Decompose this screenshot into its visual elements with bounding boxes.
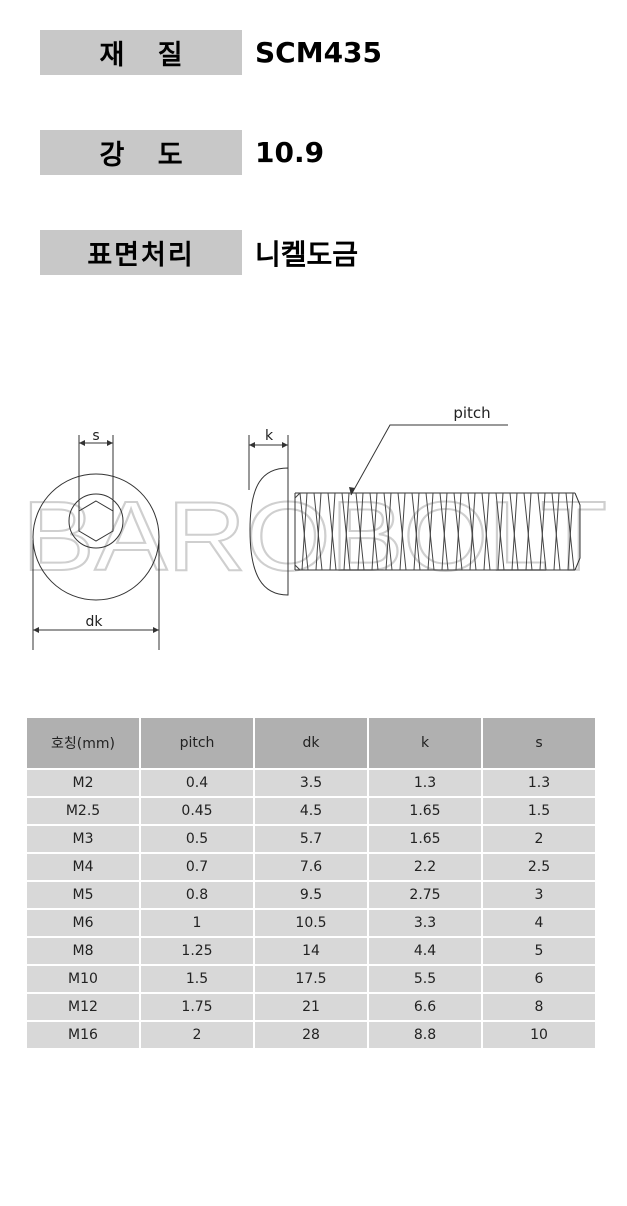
table-cell: M8 [25,936,141,966]
header-size: 호칭(mm) [25,716,141,770]
table-cell: 2 [139,1020,255,1050]
table-cell: 4.5 [253,796,369,826]
table-cell: 9.5 [253,880,369,910]
table-cell: 3.3 [367,908,483,938]
header-s: s [481,716,597,770]
table-cell: 3.5 [253,768,369,798]
table-cell: 4.4 [367,936,483,966]
table-cell: M5 [25,880,141,910]
table-cell: 1.65 [367,796,483,826]
dimension-label-s: s [92,428,99,444]
bolt-diagram: BAROBOLT s dk [21,404,608,650]
table-cell: 6 [481,964,597,994]
table-cell: 1.5 [481,796,597,826]
bolt-side-view [248,424,581,596]
table-cell: 28 [253,1020,369,1050]
table-cell: 0.45 [139,796,255,826]
table-cell: 17.5 [253,964,369,994]
table-cell: 0.4 [139,768,255,798]
table-header-row: 호칭(mm) pitch dk k s [25,716,597,770]
table-cell: 3 [481,880,597,910]
table-cell: 7.6 [253,852,369,882]
header-k: k [367,716,483,770]
table-cell: 1.75 [139,992,255,1022]
dimension-label-k: k [265,428,274,444]
dimension-label-dk: dk [86,614,104,630]
dimension-label-pitch: pitch [453,404,490,422]
thread-lines [294,492,575,571]
table-cell: M6 [25,908,141,938]
table-cell: 21 [253,992,369,1022]
table-cell: 8 [481,992,597,1022]
table-cell: 1.3 [367,768,483,798]
table-cell: 1.3 [481,768,597,798]
bolt-end-view [32,435,160,650]
table-cell: 0.8 [139,880,255,910]
table-cell: M16 [25,1020,141,1050]
table-cell: 1.65 [367,824,483,854]
table-cell: M2.5 [25,796,141,826]
table-cell: 6.6 [367,992,483,1022]
table-cell: 0.5 [139,824,255,854]
table-cell: 0.7 [139,852,255,882]
table-cell: 2.5 [481,852,597,882]
header-dk: dk [253,716,369,770]
table-cell: M10 [25,964,141,994]
table-cell: 1.5 [139,964,255,994]
table-cell: M3 [25,824,141,854]
table-cell: 2 [481,824,597,854]
table-cell: 14 [253,936,369,966]
table-cell: 5.5 [367,964,483,994]
spec-value-finish: 니켈도금 [255,237,359,271]
table-cell: 2.75 [367,880,483,910]
spec-value-material: SCM435 [255,36,383,69]
table-cell: 1 [139,908,255,938]
table-cell: 10 [481,1020,597,1050]
table-cell: 4 [481,908,597,938]
table-cell: M4 [25,852,141,882]
spec-label-strength: 강 도 [40,130,242,175]
table-cell: 1.25 [139,936,255,966]
table-cell: M2 [25,768,141,798]
table-cell: 10.5 [253,908,369,938]
table-cell: 5.7 [253,824,369,854]
table-cell: 5 [481,936,597,966]
spec-label-material: 재 질 [40,30,242,75]
header-pitch: pitch [139,716,255,770]
spec-value-strength: 10.9 [255,136,325,169]
table-cell: 2.2 [367,852,483,882]
table-cell: 8.8 [367,1020,483,1050]
spec-label-finish: 표면처리 [40,230,242,275]
table-cell: M12 [25,992,141,1022]
